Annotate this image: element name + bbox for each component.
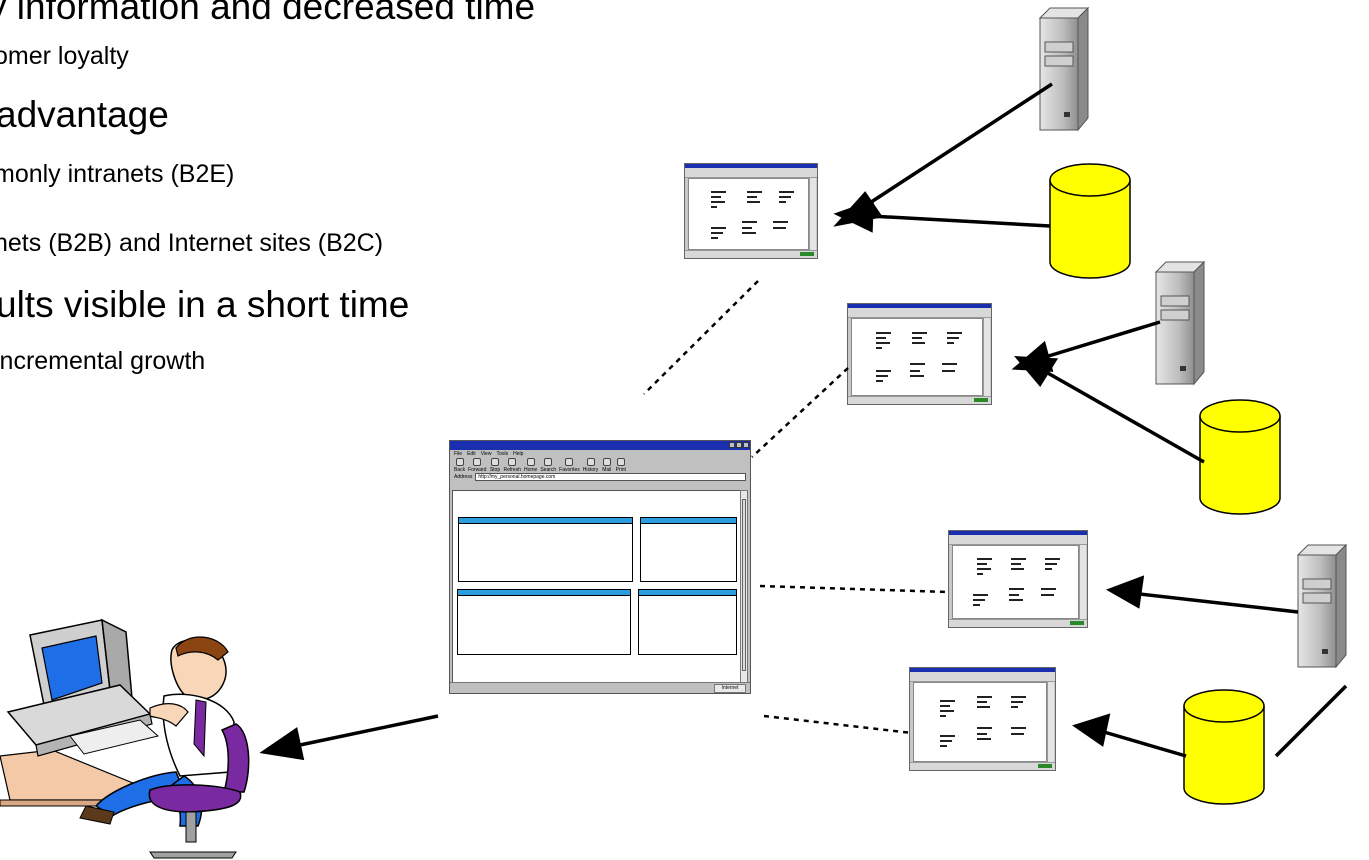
dotted-connector	[763, 714, 913, 735]
search-button[interactable]: Search	[540, 458, 556, 473]
data-flow-arrow	[869, 214, 1051, 228]
menu-edit[interactable]: Edit	[467, 451, 476, 457]
forward-icon	[473, 458, 482, 466]
data-flow-arrow	[1103, 730, 1187, 758]
database-cylinder-icon	[1183, 689, 1265, 805]
refresh-button[interactable]: Refresh	[503, 458, 521, 473]
address-bar: Address http://my_personal.homepage.com	[450, 473, 750, 481]
history-button[interactable]: History	[583, 458, 598, 473]
menu-view[interactable]: View	[480, 451, 492, 457]
bullet-2-sub-2: nets (B2B) and Internet sites (B2C)	[0, 229, 384, 257]
data-flow-arrow	[1045, 370, 1205, 464]
forward-button[interactable]: Forward	[468, 458, 486, 473]
favorites-button[interactable]: Favorites	[559, 458, 580, 473]
dotted-connector	[751, 367, 849, 458]
status-bar: Internet	[450, 682, 750, 693]
internet-zone: Internet	[714, 684, 746, 693]
dotted-connector	[759, 584, 949, 594]
dotted-connector	[643, 280, 759, 395]
portal-content	[452, 490, 741, 685]
arrowhead-icon	[1105, 575, 1145, 609]
data-flow-arrow	[1274, 684, 1348, 758]
address-input[interactable]: http://my_personal.homepage.com	[475, 473, 746, 481]
bullet-2: advantage	[0, 94, 169, 135]
address-label: Address	[454, 474, 473, 480]
close-icon[interactable]	[743, 442, 749, 448]
stop-icon	[490, 458, 499, 466]
bullet-3: ults visible in a short time	[0, 284, 410, 325]
arrowhead-icon	[1014, 356, 1059, 387]
data-flow-arrow	[1139, 592, 1299, 614]
print-icon	[616, 458, 625, 466]
portlet-panel	[640, 517, 737, 582]
toolbar: Back Forward Stop Refresh Home Search Fa…	[450, 458, 750, 473]
browser-window-icon	[948, 530, 1088, 628]
portlet-panel	[458, 517, 633, 582]
browser-window-icon	[847, 303, 992, 405]
database-cylinder-icon	[1199, 399, 1281, 515]
mail-button[interactable]: Mail	[601, 458, 612, 473]
data-flow-arrow	[1041, 320, 1161, 360]
back-button[interactable]: Back	[454, 458, 465, 473]
portlet-panel	[638, 589, 737, 655]
minimize-icon[interactable]	[729, 442, 735, 448]
server-icon	[1155, 261, 1205, 385]
favorites-icon	[565, 458, 574, 466]
maximize-icon[interactable]	[736, 442, 742, 448]
server-icon	[1297, 544, 1347, 668]
data-flow-arrow	[861, 82, 1053, 210]
arrowhead-icon	[1072, 713, 1111, 747]
bullet-2-sub-1: monly intranets (B2E)	[0, 160, 235, 188]
menu-bar: File Edit View Tools Help	[450, 450, 750, 459]
mail-icon	[602, 458, 611, 466]
search-icon	[544, 458, 553, 466]
bullet-1: y information and decreased time	[0, 0, 536, 27]
delivery-arrow	[299, 714, 439, 747]
title-bar	[450, 441, 750, 450]
bullet-3-sub: incremental growth	[0, 347, 206, 375]
browser-window-icon	[684, 163, 818, 259]
database-cylinder-icon	[1049, 163, 1131, 279]
back-icon	[455, 458, 464, 466]
home-icon	[526, 458, 535, 466]
stop-button[interactable]: Stop	[489, 458, 500, 473]
refresh-icon	[508, 458, 517, 466]
arrowhead-icon	[259, 727, 305, 761]
user-at-computer-icon	[0, 618, 250, 859]
server-icon	[1039, 7, 1089, 131]
browser-window-icon	[909, 667, 1056, 771]
menu-file[interactable]: File	[454, 451, 463, 457]
history-icon	[586, 458, 595, 466]
bullet-1-sub: omer loyalty	[0, 42, 129, 70]
portal-browser-window: File Edit View Tools Help Back Forward S…	[449, 440, 751, 694]
portlet-panel	[457, 589, 631, 655]
print-button[interactable]: Print	[615, 458, 626, 473]
menu-help[interactable]: Help	[513, 451, 524, 457]
arrowhead-icon	[833, 199, 874, 233]
home-button[interactable]: Home	[524, 458, 537, 473]
menu-tools[interactable]: Tools	[496, 451, 509, 457]
